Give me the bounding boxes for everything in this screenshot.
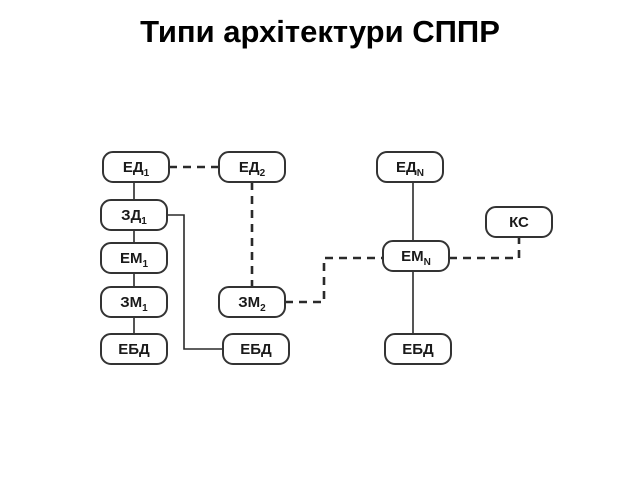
node-subscript: N — [424, 257, 431, 268]
node-label: ЕБД — [402, 341, 434, 358]
connector-emn-ks — [449, 237, 521, 260]
node-box — [100, 242, 168, 274]
node-subscript: 1 — [142, 259, 148, 270]
node-box — [382, 240, 450, 272]
node-label: КС — [509, 214, 529, 231]
node-ebd3: ЕБД — [384, 333, 452, 365]
node-box — [100, 286, 168, 318]
node-box — [218, 151, 286, 183]
node-box — [100, 199, 168, 231]
node-subscript: 2 — [260, 168, 266, 179]
node-zm2: ЗМ2 — [218, 286, 286, 318]
node-box — [376, 151, 444, 183]
node-emn: ЕМN — [382, 240, 450, 272]
node-em1: ЕМ1 — [100, 242, 168, 274]
node-ed1: ЕД1 — [102, 151, 170, 183]
node-label: ЗМ2 — [238, 294, 266, 314]
node-ebd2: ЕБД — [222, 333, 290, 365]
node-box — [384, 333, 452, 365]
node-zd1: ЗД1 — [100, 199, 168, 231]
node-label: ЕБД — [118, 341, 150, 358]
node-subscript: 1 — [142, 303, 148, 314]
node-label: ЕД1 — [123, 159, 150, 179]
node-box — [218, 286, 286, 318]
node-label: ЕБД — [240, 341, 272, 358]
node-label: ЕДN — [396, 159, 424, 179]
page-title: Типи архітектури СППР — [140, 14, 500, 49]
node-label: ЕМN — [401, 248, 431, 268]
node-label: ЕМ1 — [120, 250, 149, 270]
node-ed2: ЕД2 — [218, 151, 286, 183]
connector-zd1-ebd2 — [167, 214, 223, 350]
node-zm1: ЗМ1 — [100, 286, 168, 318]
node-box — [222, 333, 290, 365]
connector-zm2-emn — [285, 256, 383, 304]
node-label: ЗД1 — [121, 207, 147, 227]
node-box — [102, 151, 170, 183]
node-subscript: 1 — [141, 216, 147, 227]
node-subscript: N — [417, 168, 424, 179]
node-box — [100, 333, 168, 365]
node-subscript: 2 — [260, 303, 266, 314]
node-edn: ЕДN — [376, 151, 444, 183]
node-subscript: 1 — [144, 168, 150, 179]
node-label: ЗМ1 — [120, 294, 148, 314]
node-ebd1: ЕБД — [100, 333, 168, 365]
node-label: ЕД2 — [239, 159, 266, 179]
node-ks: КС — [485, 206, 553, 238]
node-box — [485, 206, 553, 238]
